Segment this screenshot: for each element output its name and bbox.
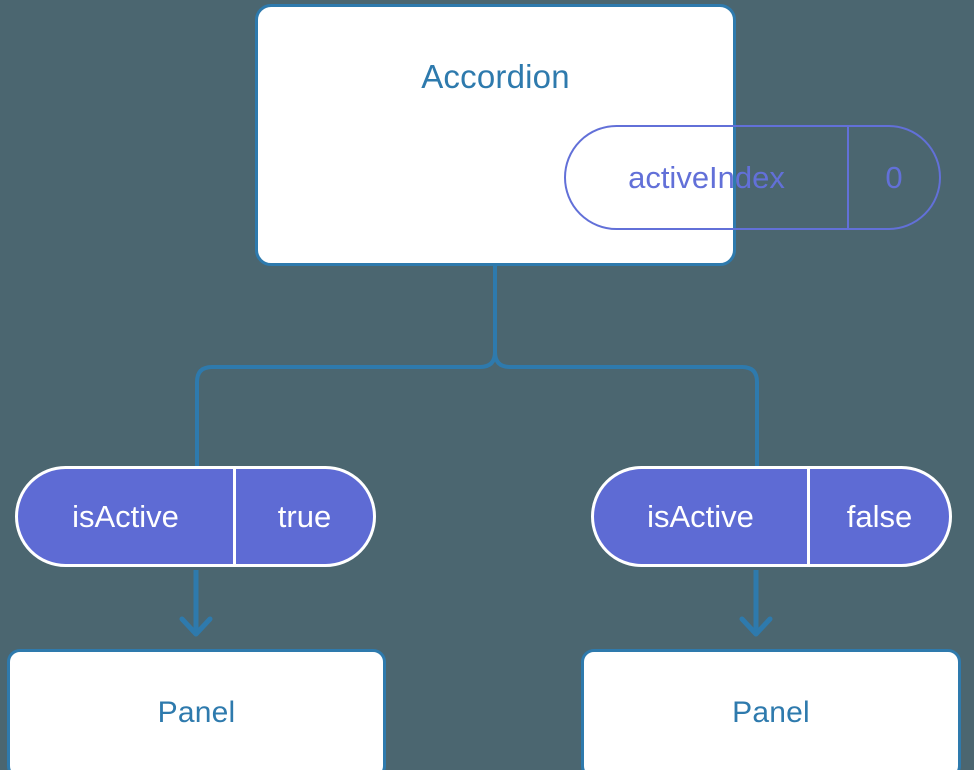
prop-pill-value: true [233, 469, 373, 564]
panel-card-right-title: Panel [732, 696, 810, 729]
connector-branch-right [493, 351, 759, 466]
accordion-card-title: Accordion [421, 58, 570, 95]
prop-pill-is-active-false[interactable]: isActive false [591, 466, 952, 567]
prop-pill-key: isActive [647, 498, 754, 534]
connector-branch-left [195, 351, 497, 466]
state-pill-active-index[interactable]: activeIndex 0 [564, 125, 941, 230]
state-pill-key: activeIndex [628, 159, 785, 195]
prop-pill-key: isActive [72, 498, 179, 534]
prop-pill-value: false [807, 469, 949, 564]
arrow-down-icon-left [179, 616, 213, 637]
panel-card-left-title: Panel [157, 696, 236, 729]
state-pill-value: 0 [847, 127, 939, 228]
panel-card-right[interactable]: Panel [581, 649, 961, 770]
panel-card-left[interactable]: Panel [7, 649, 386, 770]
prop-pill-is-active-true[interactable]: isActive true [15, 466, 376, 567]
accordion-card[interactable]: Accordion activeIndex 0 [255, 4, 941, 266]
arrow-down-icon-right [739, 616, 773, 637]
